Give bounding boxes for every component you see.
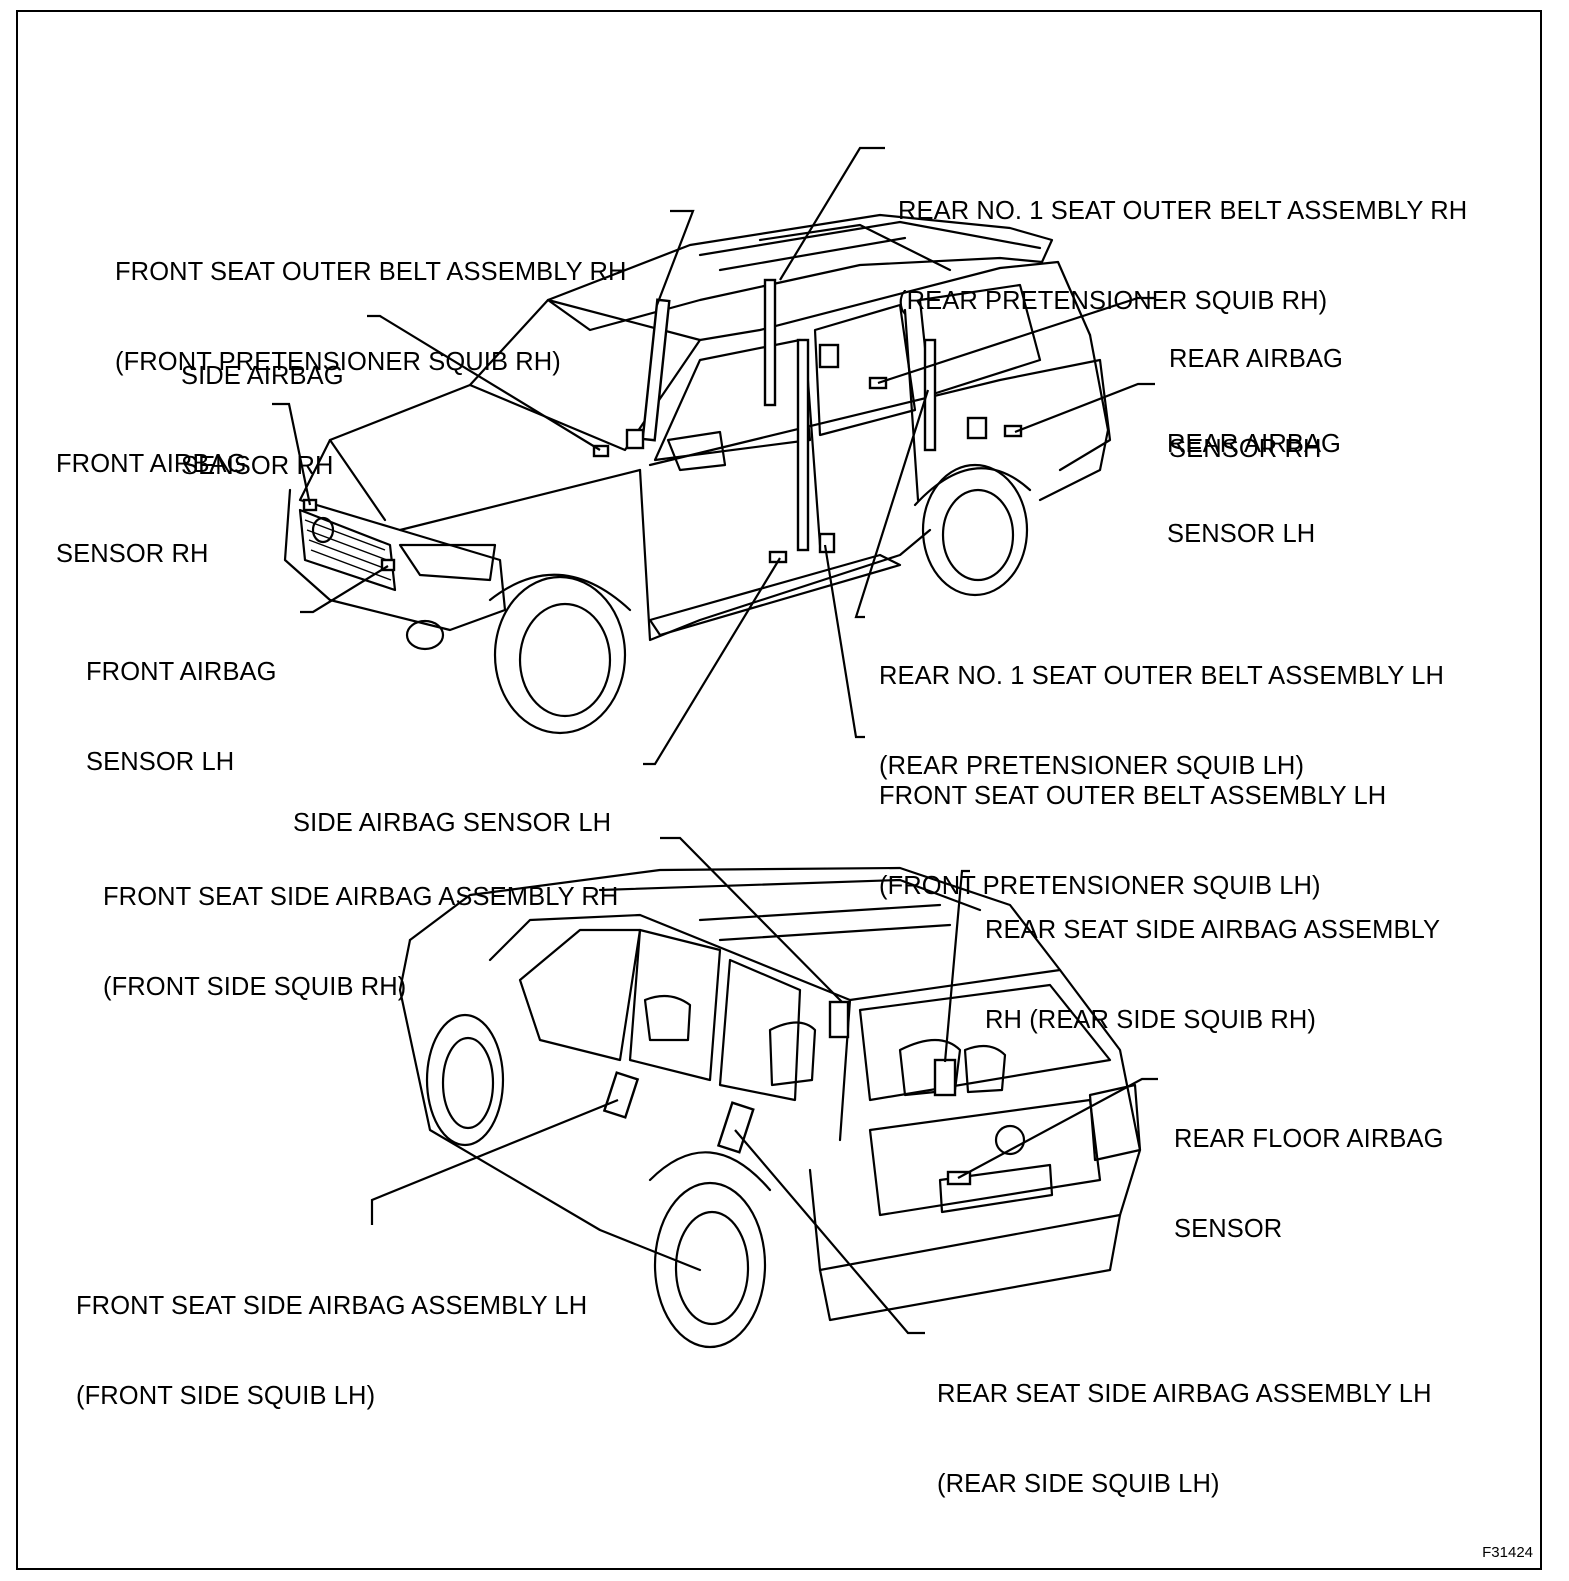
label-front-sensor-lh: FRONT AIRBAG SENSOR LH <box>86 597 277 807</box>
label-rear-no1-belt-rh: REAR NO. 1 SEAT OUTER BELT ASSEMBLY RH (… <box>898 136 1467 346</box>
label-front-belt-lh: FRONT SEAT OUTER BELT ASSEMBLY LH (FRONT… <box>879 721 1386 931</box>
label-line: SENSOR RH <box>56 540 209 568</box>
label-line: SENSOR LH <box>1167 520 1316 548</box>
label-line: FRONT SEAT OUTER BELT ASSEMBLY LH <box>879 782 1387 810</box>
label-line: SENSOR RH <box>1169 435 1322 463</box>
label-front-belt-rh: FRONT SEAT OUTER BELT ASSEMBLY RH (FRONT… <box>115 197 627 407</box>
label-front-sensor-rh: FRONT AIRBAG SENSOR RH <box>56 389 247 599</box>
label-rear-no1-belt-lh: REAR NO. 1 SEAT OUTER BELT ASSEMBLY LH (… <box>879 601 1444 811</box>
label-front-side-airbag-lh: FRONT SEAT SIDE AIRBAG ASSEMBLY LH (FRON… <box>76 1231 587 1441</box>
label-line: REAR SEAT SIDE AIRBAG ASSEMBLY LH <box>937 1380 1432 1408</box>
label-line: SENSOR <box>1174 1215 1283 1243</box>
label-line: REAR AIRBAG <box>1169 345 1343 373</box>
label-line: FRONT AIRBAG <box>86 658 277 686</box>
label-rear-floor-sensor: REAR FLOOR AIRBAG SENSOR <box>1174 1064 1444 1274</box>
label-line: FRONT SEAT SIDE AIRBAG ASSEMBLY RH <box>103 883 619 911</box>
label-line: (FRONT SIDE SQUIB LH) <box>76 1382 376 1410</box>
label-front-side-airbag-rh: FRONT SEAT SIDE AIRBAG ASSEMBLY RH (FRON… <box>103 822 618 1032</box>
label-line: (FRONT PRETENSIONER SQUIB RH) <box>115 348 561 376</box>
label-side-sensor-lh: SIDE AIRBAG SENSOR LH <box>293 748 611 868</box>
label-line: SIDE AIRBAG SENSOR LH <box>293 809 612 837</box>
label-line: (FRONT PRETENSIONER SQUIB LH) <box>879 872 1321 900</box>
label-rear-side-airbag-lh: REAR SEAT SIDE AIRBAG ASSEMBLY LH (REAR … <box>937 1319 1432 1529</box>
figure-id: F31424 <box>1482 1544 1533 1561</box>
label-rear-sensor-rh: REAR AIRBAG SENSOR RH <box>1169 284 1343 494</box>
label-line: REAR NO. 1 SEAT OUTER BELT ASSEMBLY LH <box>879 662 1444 690</box>
label-line: FRONT SEAT SIDE AIRBAG ASSEMBLY LH <box>76 1292 588 1320</box>
label-line: REAR FLOOR AIRBAG <box>1174 1125 1444 1153</box>
label-line: RH (REAR SIDE SQUIB RH) <box>985 1006 1316 1034</box>
label-line: SENSOR LH <box>86 748 235 776</box>
label-line: (REAR SIDE SQUIB LH) <box>937 1470 1220 1498</box>
label-line: (REAR PRETENSIONER SQUIB LH) <box>879 752 1305 780</box>
label-line: (FRONT SIDE SQUIB RH) <box>103 973 407 1001</box>
label-rear-side-airbag-rh: REAR SEAT SIDE AIRBAG ASSEMBLY RH (REAR … <box>985 855 1440 1065</box>
label-line: SIDE AIRBAG <box>181 362 344 390</box>
diagram-frame <box>16 10 1542 1570</box>
label-line: SENSOR RH <box>181 452 334 480</box>
label-line: REAR NO. 1 SEAT OUTER BELT ASSEMBLY RH <box>898 197 1468 225</box>
label-side-sensor-rh: SIDE AIRBAG SENSOR RH <box>181 301 344 511</box>
label-line: FRONT SEAT OUTER BELT ASSEMBLY RH <box>115 258 627 286</box>
front-view-vehicle <box>283 213 1112 735</box>
label-line: FRONT AIRBAG <box>56 450 247 478</box>
leader-lines <box>272 146 1158 1335</box>
rear-view-vehicle <box>398 866 1142 1349</box>
label-line: (REAR PRETENSIONER SQUIB RH) <box>898 287 1328 315</box>
label-rear-sensor-lh: REAR AIRBAG SENSOR LH <box>1167 369 1341 579</box>
label-line: REAR AIRBAG <box>1167 430 1341 458</box>
label-line: REAR SEAT SIDE AIRBAG ASSEMBLY <box>985 916 1441 944</box>
